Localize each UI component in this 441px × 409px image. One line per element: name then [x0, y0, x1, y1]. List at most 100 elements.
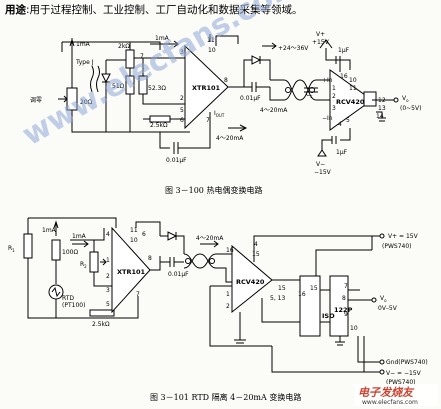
- capacitor-value-0-01-bottom: 0.01μF: [166, 157, 187, 164]
- iso-part-label: 122P: [334, 306, 353, 314]
- rcv-output-pin-box: [363, 91, 377, 107]
- figure-101-caption: 图 3－101 RTD 隔离 4－20mA 变换电路: [150, 392, 301, 402]
- rcv-b-pin-4: 4: [254, 241, 258, 248]
- current-label-1ma-d: 1mA: [72, 233, 87, 240]
- rcv-b-pin-16: 16: [226, 247, 234, 254]
- rcv-pin-1: 1: [332, 85, 336, 92]
- iso-pin-10: 10: [350, 325, 358, 332]
- xtr-b-pin-2: 2: [106, 273, 110, 280]
- resistor-100-ohm: [51, 239, 61, 261]
- supply-range-label: +24～36V: [278, 45, 309, 52]
- resistor-r1-symbol: R: [8, 245, 12, 252]
- xtr-b-pin-1: 1: [106, 257, 110, 264]
- resistor-value-52-3: 52.3Ω: [148, 85, 166, 92]
- rcv-pin-4: 4: [338, 121, 342, 128]
- rtd-label: RTD: [62, 295, 74, 302]
- rcv-cap-label: Cc: [306, 91, 312, 99]
- resistor-value-2k: 2kΩ: [118, 43, 130, 50]
- current-range-label-c: 4～20mA: [196, 235, 224, 242]
- resistor-value-51: 51Ω: [112, 83, 125, 90]
- iso-pin-15: 15: [310, 285, 318, 292]
- iout-symbol: I: [214, 110, 216, 117]
- xtr101-amplifier-b: XTR101 11 10 8 6 4 1 2 3 7 5 0.01μF: [106, 221, 232, 319]
- capacitor-value-0-01-top: 0.01μF: [240, 95, 261, 102]
- current-label-1ma-a: 1mA: [76, 41, 91, 48]
- rcv-pin-5: 5: [346, 117, 350, 124]
- figure-101-rtd-isolated-circuit: R1 1mA 100Ω RTD (PT100) 1mA: [8, 217, 428, 402]
- rcv-plus15v-label: +15V: [312, 39, 330, 46]
- resistor-r2-symbol: R: [80, 261, 84, 268]
- rcv-vo-range: (0~5V): [400, 105, 421, 112]
- vminus-label: V− = −15V: [386, 370, 422, 377]
- xtr-b-pin-4: 4: [106, 231, 110, 238]
- gnd-terminal: [379, 359, 385, 365]
- iout-label: IOUT: [214, 110, 225, 118]
- iout-subscript: OUT: [216, 113, 225, 118]
- twisted-pair-node-b1: [185, 258, 191, 264]
- resistor-r1-label: R1: [8, 245, 15, 253]
- rcv-in-plus-label: +In: [322, 77, 333, 84]
- pin-label-7: 7: [206, 117, 210, 124]
- resistor-r2-subscript: 2: [84, 264, 87, 269]
- rcv-b-pin-1: 1: [226, 291, 230, 298]
- rcv420-label-b: RCV420: [236, 278, 265, 286]
- figure-100-caption: 图 3－100 热电偶变换电路: [165, 185, 262, 195]
- pin-label-3: 2: [180, 95, 184, 102]
- rcv420-receiver: RCV420 +In −In Cc 16 10 11 1 2 3 4 5 15 …: [304, 31, 421, 176]
- rcv-pin-16: 16: [340, 73, 348, 80]
- vplus-source-label: (PWS740): [382, 243, 412, 250]
- rcv-b-pin-15-out: 15: [278, 285, 286, 292]
- site-logo: 电子发烧友 www.elecfans.com: [354, 384, 438, 406]
- rcv-cap-subscript: c: [310, 94, 312, 99]
- pin-label-8: 8: [224, 77, 228, 84]
- rcv-pin-14: 14: [376, 113, 384, 120]
- rcv-vo-subscript: o: [406, 98, 409, 103]
- iso-pin-16: 16: [298, 291, 306, 298]
- iso-block-output: [329, 275, 349, 337]
- xtr101-label-b: XTR101: [117, 268, 145, 276]
- purpose-text: :用于过程控制、工业控制、工厂自动化和数据采集等领域。: [26, 4, 303, 16]
- iso-pin-7: 7: [344, 283, 348, 290]
- iso-vo-symbol: V: [380, 295, 385, 302]
- current-range-label-a: 4～20mA: [216, 135, 244, 142]
- iso-pin-8: 8: [342, 295, 346, 302]
- logo-background: [354, 384, 438, 406]
- rcv-output-node: [393, 97, 399, 103]
- iso-block-input: [299, 275, 321, 337]
- xtr101-label: XTR101: [192, 84, 220, 92]
- rcv-b-pin-15: 15: [252, 251, 260, 258]
- power-rails: V+ = 15V (PWS740) Gnd(PWS740) V− = −15V …: [371, 233, 428, 386]
- rcv-pin-2: 2: [332, 93, 336, 100]
- current-label-1ma-c: 1mA: [42, 227, 57, 234]
- rcv-vo-label: Vo: [402, 95, 409, 103]
- rcv-vplus-label: V+: [316, 31, 325, 38]
- xtr-b-pin-10: 10: [130, 237, 138, 244]
- twisted-pair-node-b2: [209, 258, 215, 264]
- rcv-cap-symbol: C: [306, 91, 310, 98]
- resistor-value-2-5k: 2.5kΩ: [150, 122, 168, 129]
- xtr-b-pin-8: 8: [148, 255, 152, 262]
- xtr-b-pin-11: 11: [130, 227, 138, 234]
- iso-vo-subscript: o: [384, 298, 387, 303]
- xtr-b-pin-5: 5: [106, 301, 110, 308]
- iso122p-isolation-amplifier: ISO 122P 15 16 7 8 9 10 Vo 0V–5V: [298, 249, 398, 372]
- iso-vo-range: 0V–5V: [378, 305, 398, 312]
- xtr-b-pin-6: 6: [142, 231, 146, 238]
- rcv-vminus-label: V−: [316, 161, 325, 168]
- resistor-r2: [89, 251, 99, 273]
- purpose-line: 用途:用于过程控制、工业控制、工厂自动化和数据采集等领域。: [5, 2, 303, 17]
- xtr-output-network: 0.01μF +24～36V 4～20mA: [240, 42, 331, 114]
- rtd-type-label: (PT100): [62, 302, 85, 309]
- rcv-pin-13: 13: [378, 105, 386, 112]
- vminus-source-label: (PWS740): [386, 379, 416, 386]
- xtr-input-network: 2kΩ 51Ω 52.3Ω 7 1mA: [112, 35, 185, 132]
- current-range-label-b: 4～20mA: [260, 107, 288, 114]
- gnd-label: Gnd(PWS740): [386, 359, 428, 366]
- pin-label-6: 6: [180, 117, 184, 124]
- pin-label-5: 5: [180, 107, 184, 114]
- rcv-b-pin-2: 2: [226, 303, 230, 310]
- resistor-r1-subscript: 1: [12, 248, 15, 253]
- vminus-terminal: [379, 369, 385, 375]
